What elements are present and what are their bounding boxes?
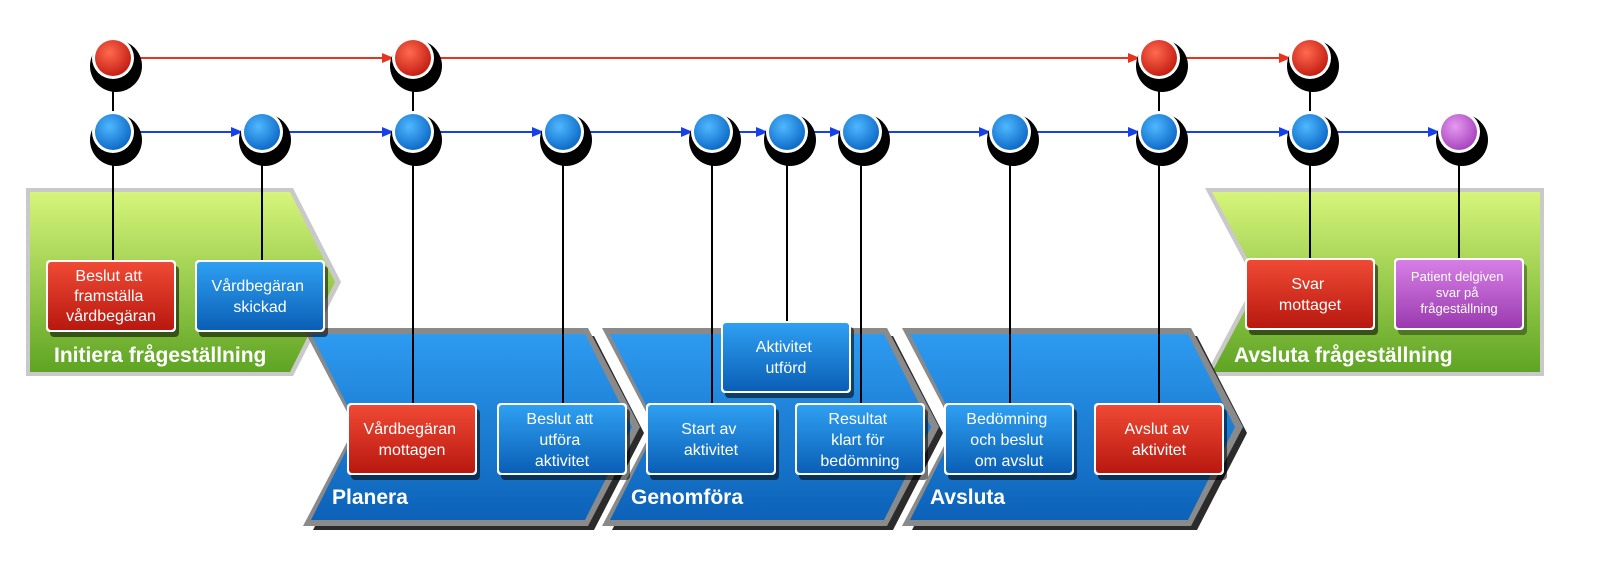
box-patient-delgiven: Patient delgiven svar på frågeställning	[1394, 258, 1527, 335]
box-start-aktivitet: Start av aktivitet	[646, 403, 779, 480]
box-beslut-framstalla: Beslut att framställa vårdbegäran	[46, 260, 179, 337]
event-dot-blue	[689, 111, 741, 166]
event-dot-blue	[1136, 111, 1188, 166]
box-aktivitet-utford: Aktivitet utförd	[721, 321, 854, 398]
blue-event-dots	[90, 111, 1488, 166]
phase-label-genomfora: Genomföra	[631, 486, 743, 509]
box-text: Avslut av aktivitet	[1124, 421, 1193, 459]
event-dot-red	[1287, 37, 1339, 92]
box-vardbegaran-skickad: Vårdbegäran skickad	[195, 260, 328, 337]
event-dot-blue	[987, 111, 1039, 166]
box-text: Bedömning och beslut om avslut	[966, 411, 1051, 470]
phase-label-planera: Planera	[332, 486, 408, 509]
box-avslut-aktivitet: Avslut av aktivitet	[1094, 403, 1227, 480]
box-text: Beslut att framställa vårdbegäran	[66, 268, 156, 325]
event-dot-blue	[390, 111, 442, 166]
phase-label-avsluta-fragestallning: Avsluta frågeställning	[1234, 344, 1453, 367]
event-dot-red	[390, 37, 442, 92]
event-dot-blue	[764, 111, 816, 166]
box-text: Beslut att utföra aktivitet	[526, 411, 597, 470]
box-svar-mottaget: Svar mottaget	[1245, 258, 1378, 335]
box-text: Resultat klart för bedömning	[820, 411, 899, 470]
box-text: Patient delgiven svar på frågeställning	[1411, 269, 1507, 316]
event-dot-red	[90, 37, 142, 92]
event-dot-blue	[239, 111, 291, 166]
box-bedomning-beslut: Bedömning och beslut om avslut	[944, 403, 1077, 480]
red-event-dots	[90, 37, 1339, 92]
event-dot-blue	[90, 111, 142, 166]
phase-label-initiera: Initiera frågeställning	[54, 344, 266, 367]
event-dot-blue	[1287, 111, 1339, 166]
box-text: Aktivitet utförd	[756, 339, 816, 377]
event-dot-purple	[1436, 111, 1488, 166]
box-text: Vårdbegäran skickad	[212, 277, 309, 316]
box-text: Vårdbegäran mottagen	[364, 420, 461, 459]
event-dot-blue	[540, 111, 592, 166]
box-text: Start av aktivitet	[681, 421, 741, 459]
phase-label-avsluta: Avsluta	[930, 486, 1005, 509]
box-resultat-klart: Resultat klart för bedömning	[795, 403, 928, 480]
event-dot-red	[1136, 37, 1188, 92]
box-text: Svar mottaget	[1279, 276, 1342, 314]
box-beslut-utfora: Beslut att utföra aktivitet	[497, 403, 630, 480]
event-dot-blue	[838, 111, 890, 166]
box-vardbegaran-mottagen: Vårdbegäran mottagen	[347, 403, 480, 480]
